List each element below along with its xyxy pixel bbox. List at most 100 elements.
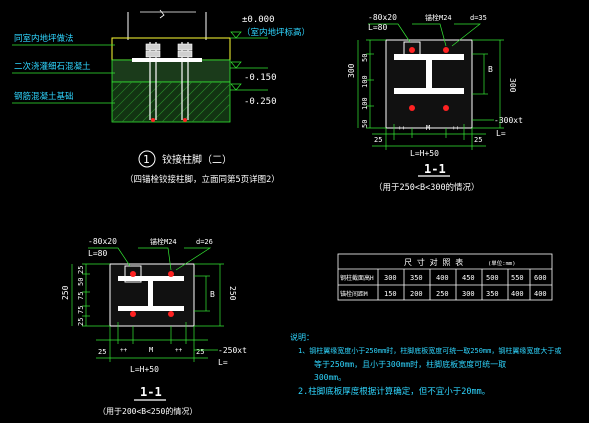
table-cell: 200 <box>410 290 423 298</box>
length-eq: L= <box>218 358 228 367</box>
bolt-end-marker <box>183 118 187 122</box>
base-plate-spec: -250xt <box>218 346 247 355</box>
length-h50: L=H+50 <box>410 149 439 158</box>
tag-plate-length: L=80 <box>88 249 107 258</box>
dim-bottom-right: 25 <box>196 348 204 356</box>
anchor-bolt <box>168 311 174 317</box>
dim-left-total: 300 <box>347 63 356 78</box>
table-cell: 400 <box>511 290 524 298</box>
detail-b-plan: -80x20 L=80 锚栓M24 d=35 300 50 100 100 50… <box>347 13 523 193</box>
floor-finish-layer <box>111 37 231 61</box>
detail-subtitle: （四锚栓铰接柱脚，立面同第5页详图2） <box>125 174 280 185</box>
label-grout: 二次浇灌细石混凝土 <box>14 61 91 72</box>
dim-bottom-right: 25 <box>474 136 482 144</box>
section-title: 1-1 <box>140 385 162 399</box>
dim-left-total: 250 <box>61 285 70 300</box>
tag-plate: -80x20 <box>88 237 117 246</box>
dim-left-seg-3: 100 <box>361 75 369 88</box>
table-cell: 500 <box>486 274 499 282</box>
table-cell: 250 <box>436 290 449 298</box>
tag-hole: d=35 <box>470 14 487 22</box>
anchor-bolt <box>130 311 136 317</box>
dim-bottom-rr: ++ <box>175 347 183 354</box>
detail-number: 1 <box>143 153 150 166</box>
table-cell: 450 <box>462 274 475 282</box>
elevation-top: ±0.000 <box>242 15 275 25</box>
section-title: 1-1 <box>424 162 446 176</box>
table-cell: 300 <box>462 290 475 298</box>
dim-left-seg-1: 50 <box>361 120 369 128</box>
length-eq: L= <box>496 129 506 138</box>
table-unit: (单位:mm) <box>488 259 516 267</box>
anchor-bolt <box>130 271 136 277</box>
dim-bottom-m: M <box>149 346 153 354</box>
table-title: 尺 寸 对 照 表 <box>404 257 463 267</box>
dim-left-seg-2: 100 <box>361 97 369 110</box>
section-note: （用于250<B<300的情况） <box>374 182 480 193</box>
dim-left-seg-5: 25 <box>77 266 85 274</box>
notes-line-4: 2.柱脚底板厚度根据计算确定，但不宜小于20mm。 <box>298 386 490 397</box>
dim-right-b: B <box>210 290 215 299</box>
label-foundation: 钢筋混凝土基础 <box>14 91 74 102</box>
anchor-bolt <box>409 47 415 53</box>
length-h50: L=H+50 <box>130 365 159 374</box>
anchor-bolt <box>409 105 415 111</box>
section-note: （用于200<B<250的情况） <box>98 406 197 416</box>
dim-left-seg-2: 75 <box>77 306 85 314</box>
break-line <box>159 9 165 19</box>
dim-right-250: 250 <box>228 286 237 301</box>
detail-c-plan: -80x20 L=80 锚栓M24 d=26 250 25 75 75 50 2… <box>61 237 247 416</box>
anchor-bolt <box>443 105 449 111</box>
tag-bolt: 锚栓M24 <box>425 13 452 22</box>
dim-left-seg-4: 50 <box>361 54 369 62</box>
table-cell: 400 <box>534 290 547 298</box>
elevation-top-note: （室内地坪标高） <box>242 27 310 38</box>
notes-line-3: 300mm。 <box>314 373 346 382</box>
dim-bottom-rr: ++ <box>452 125 460 132</box>
table-cell: 550 <box>511 274 524 282</box>
dim-right-300: 300 <box>508 78 517 93</box>
detail-a-elevation: 同室内地坪做法 二次浇灌细石混凝土 钢筋混凝土基础 ±0.000 （室内地坪标高… <box>12 9 310 185</box>
label-floor-finish: 同室内地坪做法 <box>14 33 74 44</box>
dim-left-seg-3: 75 <box>77 292 85 300</box>
table-row-label: 锚栓间距M <box>340 290 368 298</box>
notes-heading: 说明： <box>290 332 314 342</box>
table-cell: 150 <box>384 290 397 298</box>
elevation-bot: -0.250 <box>244 97 277 107</box>
detail-title: 铰接柱脚（二） <box>162 153 232 166</box>
tag-plate-length: L=80 <box>368 23 387 32</box>
tag-bolt: 锚栓M24 <box>150 237 177 246</box>
anchor-bolt <box>443 47 449 53</box>
table-cell: 600 <box>534 274 547 282</box>
dim-bottom-ll: ++ <box>398 125 406 132</box>
grout-layer <box>111 59 231 83</box>
dim-bottom-ll: ++ <box>120 347 128 354</box>
washer-plate <box>403 41 421 59</box>
tag-plate: -80x20 <box>368 13 397 22</box>
dim-bottom-left: 25 <box>98 348 106 356</box>
dim-bottom-left: 25 <box>374 136 382 144</box>
base-plate-spec: -300xt <box>494 116 523 125</box>
table-cell: 300 <box>384 274 397 282</box>
dim-bottom-m: M <box>426 124 430 132</box>
bolt-end-marker <box>151 118 155 122</box>
anchor-bolt <box>168 271 174 277</box>
dim-right-b: B <box>488 65 493 74</box>
washer-plate <box>124 265 142 283</box>
notes: 说明： 1、钢柱翼缘宽度小于250mm时，柱脚底板宽度可统一取250mm，钢柱翼… <box>290 332 561 397</box>
table-cell: 350 <box>486 290 499 298</box>
notes-line-1: 1、钢柱翼缘宽度小于250mm时，柱脚底板宽度可统一取250mm，钢柱翼缘宽度大… <box>298 346 561 355</box>
table-row-label: 钢柱截面高H <box>340 274 374 282</box>
tag-hole: d=26 <box>196 238 213 246</box>
table-cell: 400 <box>436 274 449 282</box>
notes-line-2: 等于250mm，且小于300mm时，柱脚底板宽度可统一取 <box>314 359 506 369</box>
table-cell: 350 <box>410 274 423 282</box>
detail-number-circle <box>138 150 156 168</box>
dim-left-seg-4: 50 <box>77 278 85 286</box>
dim-left-seg-1: 25 <box>77 318 85 326</box>
dimension-table: 尺 寸 对 照 表 (单位:mm) 钢柱截面高H 锚栓间距M 300 350 4… <box>337 253 553 301</box>
base-plate-elev <box>132 58 202 62</box>
elevation-mid: -0.150 <box>244 73 277 83</box>
